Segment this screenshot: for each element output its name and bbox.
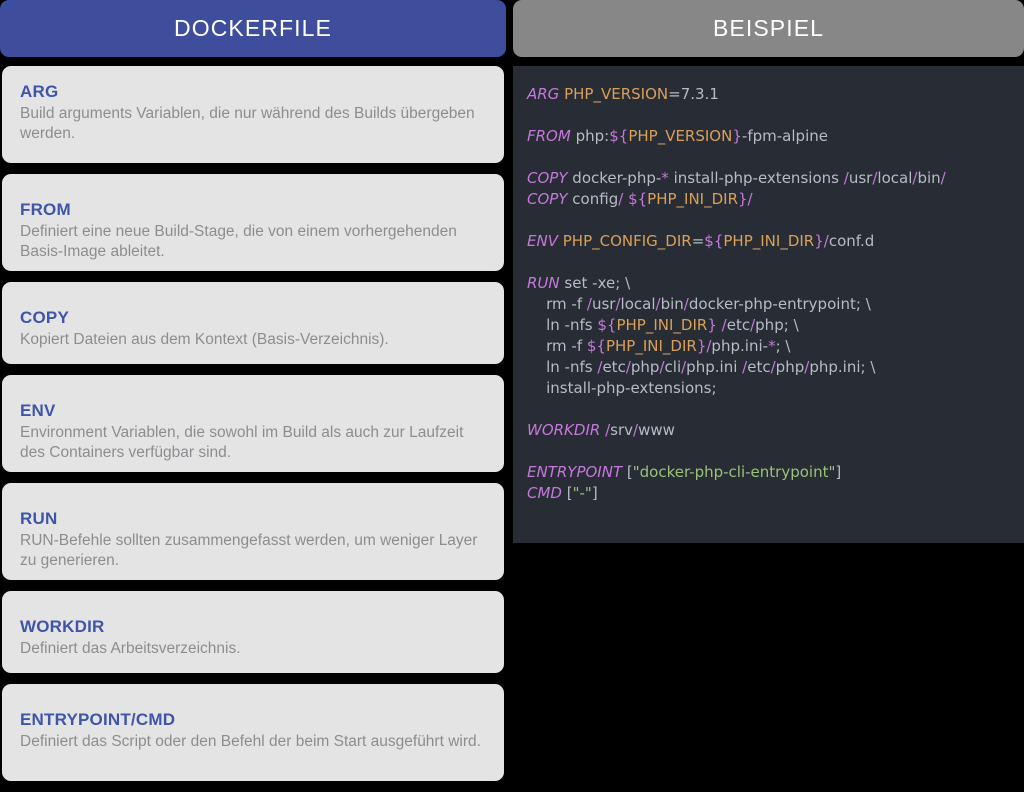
dockerfile-panel-header: DOCKERFILE (0, 0, 506, 57)
beispiel-column: BEISPIEL ARG PHP_VERSION=7.3.1 FROM php:… (513, 0, 1024, 790)
instruction-card-workdir[interactable]: WORKDIR Definiert das Arbeitsverzeichnis… (2, 591, 504, 673)
instruction-title-run: RUN (20, 509, 58, 528)
instruction-desc-copy: Kopiert Dateien aus dem Kontext (Basis-V… (20, 331, 389, 348)
instruction-title-from: FROM (20, 200, 71, 219)
dockerfile-code-text: ARG PHP_VERSION=7.3.1 FROM php:${PHP_VER… (527, 85, 946, 502)
instruction-card-from[interactable]: FROM Definiert eine neue Build-Stage, di… (2, 174, 504, 271)
instruction-desc-entrypoint-cmd: Definiert das Script oder den Befehl der… (20, 733, 481, 750)
instruction-title-workdir: WORKDIR (20, 617, 105, 636)
instruction-card-arg[interactable]: ARG Build arguments Variablen, die nur w… (2, 66, 504, 163)
instruction-desc-workdir: Definiert das Arbeitsverzeichnis. (20, 640, 241, 657)
instruction-desc-env: Environment Variablen, die sowohl im Bui… (20, 424, 464, 461)
beispiel-header-label: BEISPIEL (712, 15, 825, 41)
dockerfile-column: DOCKERFILE ARG Build arguments Variablen… (0, 0, 506, 790)
beispiel-panel-header: BEISPIEL (513, 0, 1024, 57)
dockerfile-code-block[interactable]: ARG PHP_VERSION=7.3.1 FROM php:${PHP_VER… (513, 66, 1024, 543)
dockerfile-header-label: DOCKERFILE (174, 15, 332, 41)
dockerfile-instruction-list: ARG Build arguments Variablen, die nur w… (2, 66, 504, 792)
instruction-card-env[interactable]: ENV Environment Variablen, die sowohl im… (2, 375, 504, 472)
instruction-title-env: ENV (20, 401, 56, 420)
instruction-card-run[interactable]: RUN RUN-Befehle sollten zusammengefasst … (2, 483, 504, 580)
instruction-desc-from: Definiert eine neue Build-Stage, die von… (20, 223, 457, 260)
instruction-desc-arg: Build arguments Variablen, die nur währe… (20, 105, 475, 142)
instruction-card-copy[interactable]: COPY Kopiert Dateien aus dem Kontext (Ba… (2, 282, 504, 364)
instruction-title-arg: ARG (20, 82, 59, 101)
instruction-title-copy: COPY (20, 308, 69, 327)
instruction-card-entrypoint-cmd[interactable]: ENTRYPOINT/CMD Definiert das Script oder… (2, 684, 504, 781)
instruction-title-entrypoint-cmd: ENTRYPOINT/CMD (20, 710, 176, 729)
instruction-desc-run: RUN-Befehle sollten zusammengefasst werd… (20, 532, 478, 569)
